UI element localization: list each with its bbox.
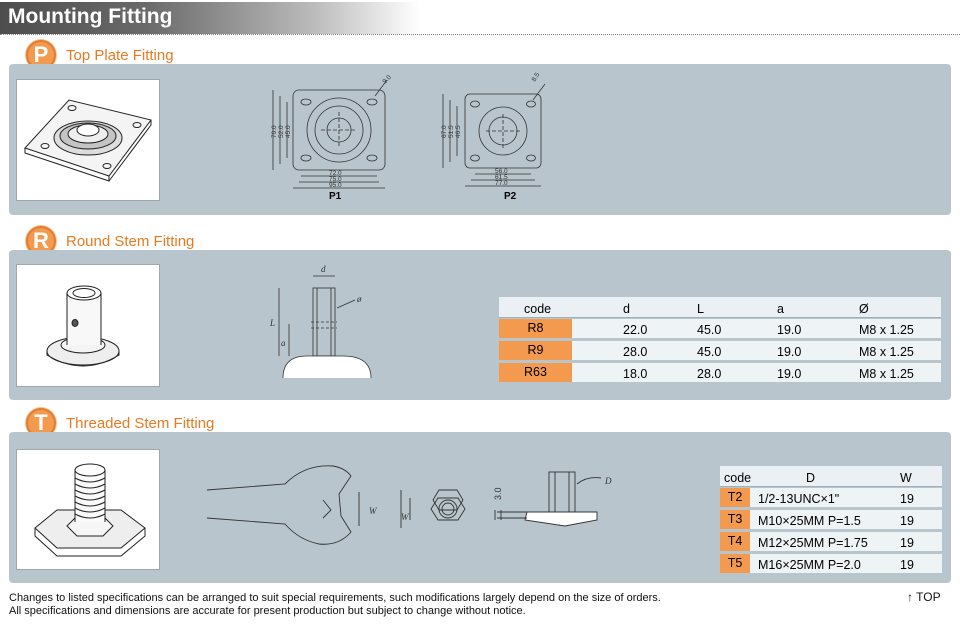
- drawing-threaded-stem: W W D 3.0: [205, 454, 625, 560]
- p2-hole-dim: 8.5: [531, 72, 542, 83]
- table-cell-phi: M8 x 1.25: [859, 367, 914, 381]
- drawing-p2-svg: 67.0 51.5 46.5 56.0 61.5 77.0 8.5 P2: [441, 72, 546, 202]
- title-divider: [0, 34, 960, 35]
- panel-round-stem: d ø L a code d L a Ø R8 22.0 45.0 19.0 M…: [9, 250, 951, 400]
- photo-threaded-stem: [16, 449, 160, 570]
- panel-threaded-stem: W W D 3.0 code D W T2 1/2-13UNC×1" 19 T3…: [9, 432, 951, 583]
- table-cell-code: R9: [499, 341, 572, 360]
- col-header-code: code: [524, 302, 552, 316]
- panel-top-plate: 70.0 52.0 45.0 72.0 75.0 95.0 9.0 P1: [9, 64, 951, 215]
- round-stem-label-phi: ø: [356, 294, 362, 304]
- table-cell-d: 28.0: [623, 345, 648, 359]
- table-round-stem: code d L a Ø R8 22.0 45.0 19.0 M8 x 1.25…: [499, 297, 941, 382]
- drawing-p1: 70.0 52.0 45.0 72.0 75.0 95.0 9.0 P1: [253, 72, 393, 202]
- table-cell-w: 19: [900, 514, 914, 528]
- table-cell-w: 19: [900, 492, 914, 506]
- p2-dim-v2: 51.5: [448, 125, 455, 138]
- table-cell-code: R8: [499, 319, 572, 338]
- drawing-p1-svg: 70.0 52.0 45.0 72.0 75.0 95.0 9.0 P1: [271, 74, 393, 202]
- col-header-l: L: [697, 302, 704, 316]
- p1-dim-v3: 45.0: [285, 125, 292, 138]
- table-cell-d: M12×25MM P=1.75: [758, 536, 868, 550]
- section-title-top-plate: Top Plate Fitting: [66, 47, 174, 64]
- round-stem-illustration: [46, 285, 120, 367]
- table-cell-code: T2: [720, 488, 750, 507]
- table-cell-l: 45.0: [697, 323, 722, 337]
- photo-top-plate: [16, 79, 160, 201]
- p1-dim-v2: 52.0: [278, 125, 285, 138]
- table-cell-d: 22.0: [623, 323, 648, 337]
- threaded-stem-illustration: [34, 463, 146, 557]
- round-stem-label-l: L: [269, 318, 275, 328]
- table-row: R9 28.0 45.0 19.0 M8 x 1.25: [499, 341, 941, 360]
- col-header-a: a: [777, 302, 784, 316]
- title-gradient: [0, 2, 420, 34]
- table-row: R63 18.0 28.0 19.0 M8 x 1.25: [499, 363, 941, 382]
- threaded-stem-label-d: D: [604, 476, 612, 486]
- p2-dim-h3: 77.0: [495, 180, 508, 187]
- table-cell-code: T4: [720, 532, 750, 551]
- page-title: Mounting Fitting: [8, 5, 173, 28]
- p2-dim-h2: 61.5: [495, 174, 508, 181]
- table-row: R8 22.0 45.0 19.0 M8 x 1.25: [499, 319, 941, 338]
- photo-round-stem: [16, 264, 160, 387]
- p2-dim-v1: 67.0: [441, 125, 448, 138]
- table-row: T5 M16×25MM P=2.0 19: [720, 554, 942, 573]
- col-header-w: W: [900, 471, 912, 485]
- table-cell-w: 19: [900, 558, 914, 572]
- section-title-round-stem: Round Stem Fitting: [66, 233, 195, 250]
- p2-dim-v3: 46.5: [455, 125, 462, 138]
- drawing-p2: 67.0 51.5 46.5 56.0 61.5 77.0 8.5 P2: [427, 72, 567, 202]
- col-header-d: D: [806, 471, 816, 485]
- table-threaded-stem-header: code D W: [720, 466, 942, 487]
- threaded-stem-label-w2: W: [401, 512, 410, 522]
- back-to-top-link[interactable]: ↑ TOP: [907, 590, 941, 604]
- p1-dim-h1: 72.0: [329, 170, 342, 177]
- table-row: T3 M10×25MM P=1.5 19: [720, 510, 942, 529]
- table-cell-a: 19.0: [777, 345, 802, 359]
- top-plate-illustration: [24, 99, 152, 182]
- title-bar: Mounting Fitting: [0, 0, 960, 35]
- col-header-phi: Ø: [859, 302, 869, 316]
- p1-dim-h2: 75.0: [329, 176, 342, 183]
- drawing-round-stem-svg: d ø L a: [269, 264, 372, 378]
- drawing-round-stem: d ø L a: [267, 258, 387, 378]
- p1-dim-h3: 95.0: [329, 182, 342, 189]
- round-stem-label-a: a: [281, 338, 286, 348]
- table-cell-d: M10×25MM P=1.5: [758, 514, 861, 528]
- table-cell-d: 1/2-13UNC×1": [758, 492, 840, 506]
- table-round-stem-header: code d L a Ø: [499, 297, 941, 318]
- table-row: T4 M12×25MM P=1.75 19: [720, 532, 942, 551]
- drawing-threaded-stem-svg: W W D 3.0: [206, 465, 612, 545]
- table-cell-d: 18.0: [623, 367, 648, 381]
- round-stem-label-d: d: [321, 264, 326, 274]
- table-row: T2 1/2-13UNC×1" 19: [720, 488, 942, 507]
- table-cell-code: R63: [499, 363, 572, 382]
- table-cell-code: T5: [720, 554, 750, 573]
- p2-dim-h1: 56.0: [495, 168, 508, 175]
- section-title-threaded-stem: Threaded Stem Fitting: [66, 415, 215, 432]
- table-cell-l: 28.0: [697, 367, 722, 381]
- table-cell-a: 19.0: [777, 367, 802, 381]
- col-header-code: code: [724, 471, 752, 485]
- footnote-line-1: Changes to listed specifications can be …: [9, 592, 661, 604]
- p1-dim-v1: 70.0: [271, 125, 278, 138]
- threaded-stem-label-w1: W: [369, 506, 378, 516]
- threaded-stem-label-h: 3.0: [493, 487, 503, 500]
- p2-label: P2: [504, 191, 517, 202]
- table-cell-code: T3: [720, 510, 750, 529]
- table-cell-a: 19.0: [777, 323, 802, 337]
- p1-label: P1: [329, 191, 342, 202]
- table-cell-phi: M8 x 1.25: [859, 323, 914, 337]
- table-cell-phi: M8 x 1.25: [859, 345, 914, 359]
- p1-hole-dim: 9.0: [381, 74, 393, 86]
- table-threaded-stem: code D W T2 1/2-13UNC×1" 19 T3 M10×25MM …: [720, 466, 942, 574]
- table-cell-d: M16×25MM P=2.0: [758, 558, 861, 572]
- footnote-line-2: All specifications and dimensions are ac…: [9, 605, 526, 617]
- table-cell-w: 19: [900, 536, 914, 550]
- col-header-d: d: [623, 302, 630, 316]
- table-cell-l: 45.0: [697, 345, 722, 359]
